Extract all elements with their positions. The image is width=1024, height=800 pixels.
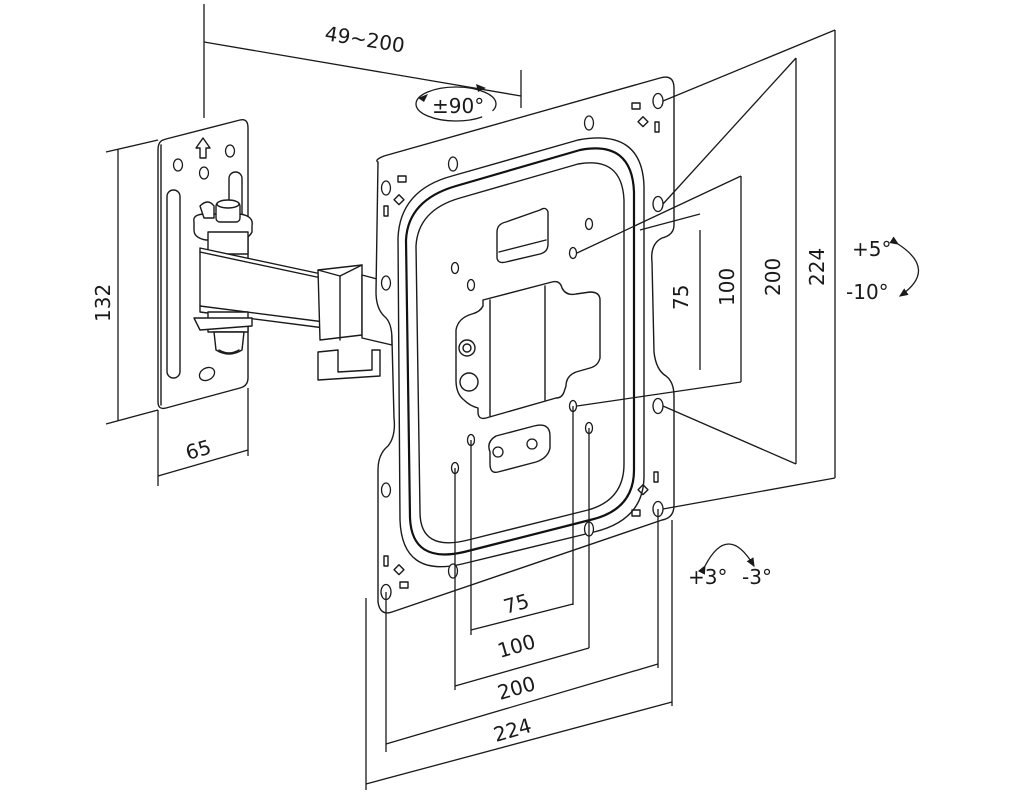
vesa-vertical-224-label: 224 <box>805 248 829 286</box>
vesa-vertical-75-label: 75 <box>669 285 693 310</box>
vesa-horizontal-75-label: 75 <box>501 589 532 619</box>
rotate-arrow-icon <box>697 543 755 575</box>
dimension-lines <box>105 4 836 790</box>
tilt-up-label: +5° <box>852 237 891 261</box>
vesa-horizontal-200-label: 200 <box>495 671 538 705</box>
vesa-vertical-200-label: 200 <box>761 258 785 296</box>
vesa-horizontal-224-label: 224 <box>491 713 534 747</box>
swivel-rotation-icon <box>415 84 497 122</box>
rotate-plus-label: +3° <box>688 565 727 589</box>
vesa-horizontal-100-label: 100 <box>495 629 538 663</box>
arm-extension-label: 49~200 <box>323 21 406 57</box>
tv-plate <box>375 76 675 614</box>
swivel-angle-label: ±90° <box>432 94 484 118</box>
rotate-minus-label: -3° <box>742 565 772 589</box>
wall-plate-height-label: 132 <box>91 284 115 322</box>
up-arrow-icon <box>195 137 211 159</box>
wall-plate-width-label: 65 <box>183 435 214 465</box>
vesa-vertical-100-label: 100 <box>715 268 739 306</box>
swivel-arm <box>193 199 393 381</box>
tilt-down-label: -10° <box>846 280 889 304</box>
tilt-arrow-icon <box>889 236 920 297</box>
